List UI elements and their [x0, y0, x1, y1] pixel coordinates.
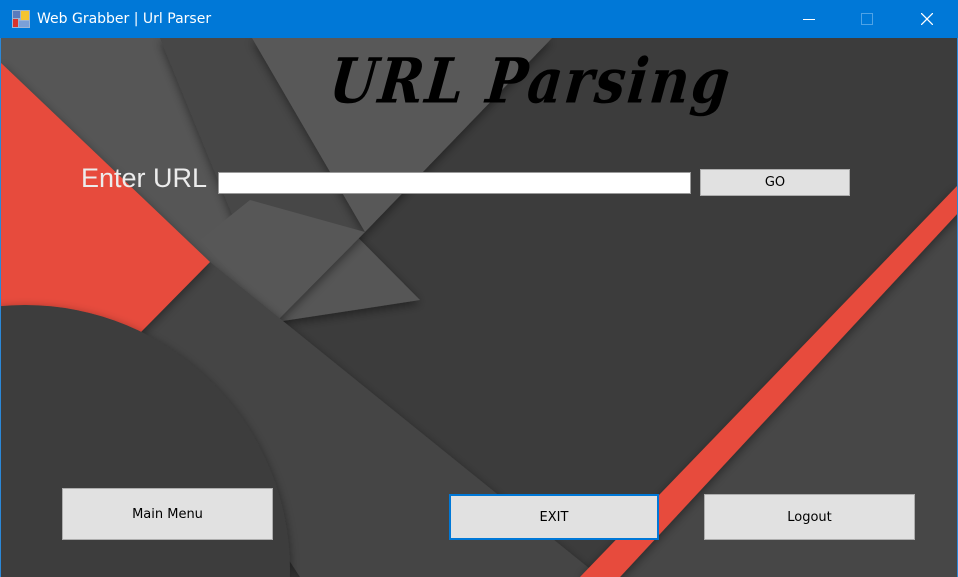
close-icon — [921, 13, 933, 25]
title-bar[interactable]: Web Grabber | Url Parser — [0, 0, 958, 38]
page-heading: URL Parsing — [326, 44, 736, 118]
logout-button[interactable]: Logout — [704, 494, 915, 540]
form-client-area: URL Parsing Enter URL GO Main Menu EXIT … — [1, 38, 957, 577]
app-icon — [12, 10, 30, 28]
window-title: Web Grabber | Url Parser — [37, 11, 212, 27]
minimize-icon — [803, 19, 815, 20]
close-button[interactable] — [904, 0, 950, 38]
minimize-button[interactable] — [786, 0, 832, 38]
url-input[interactable] — [218, 172, 691, 194]
exit-button[interactable]: EXIT — [449, 494, 659, 540]
main-menu-button[interactable]: Main Menu — [62, 488, 273, 540]
maximize-button[interactable] — [844, 0, 890, 38]
go-button[interactable]: GO — [700, 169, 850, 196]
enter-url-label: Enter URL — [81, 163, 208, 193]
maximize-icon — [861, 13, 873, 25]
